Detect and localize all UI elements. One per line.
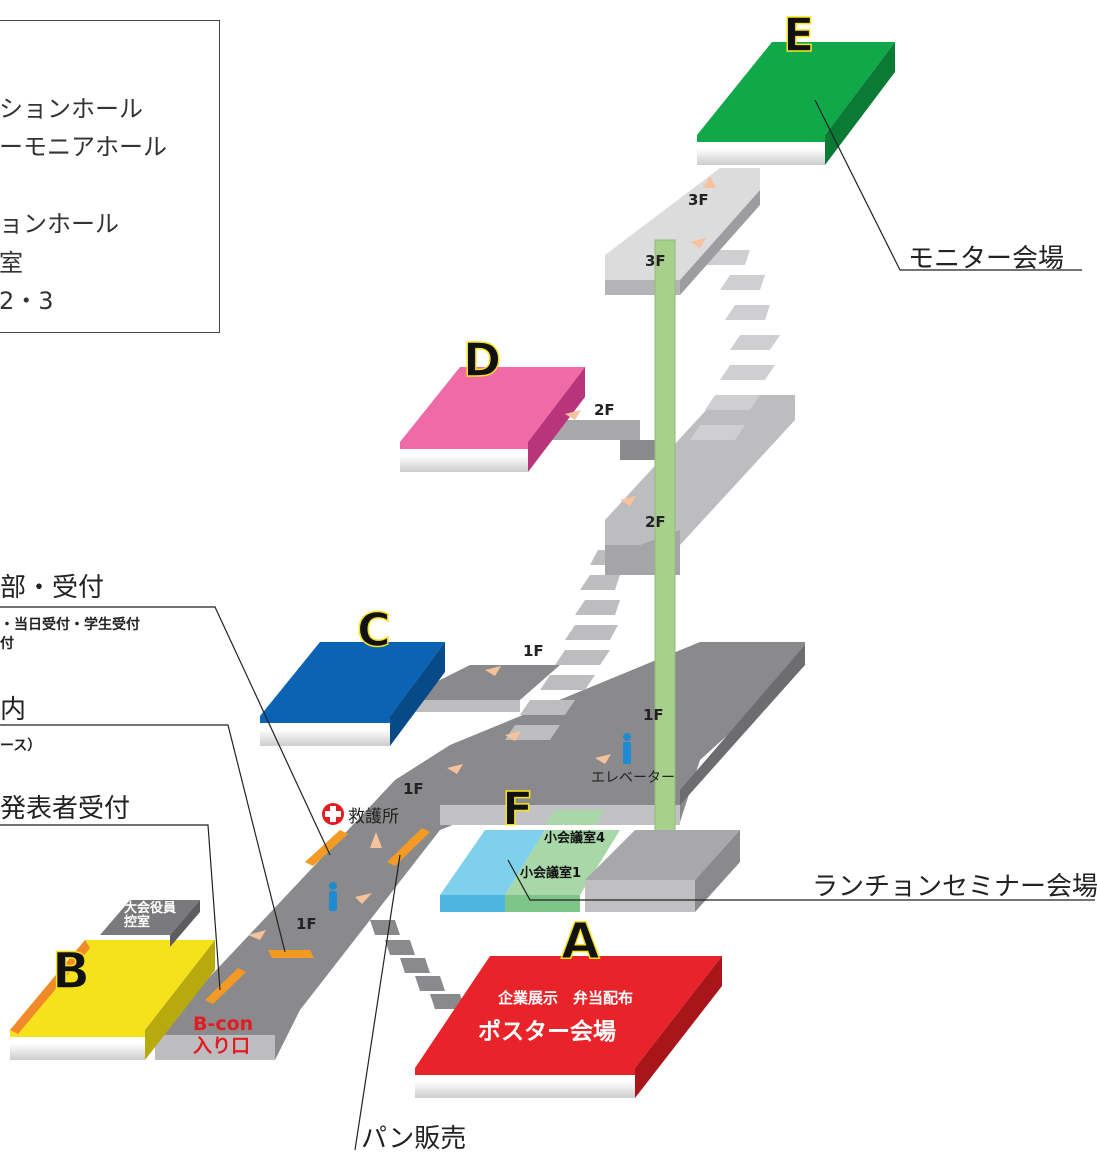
honbu-sub1: ・当日受付・学生受付 [0,617,140,633]
venue-f[interactable] [440,810,620,912]
venue-a[interactable] [415,956,722,1098]
first-aid-label: 救護所 [348,807,399,827]
stairs-down-to-a [370,920,465,1009]
floor-label-2f: 2F [594,401,615,419]
officers-room [100,900,200,947]
legend-line: ョンホール [0,210,119,238]
annai-callout: 内 [0,695,27,725]
stairs-1f-2f [505,550,635,740]
honbu-callout: 部・受付 [0,573,105,603]
luncheon-callout: ランチョンセミナー会場 [812,872,1097,902]
venue-d-label[interactable]: D [462,332,502,388]
honbu-sub2: 付 [0,636,14,652]
first-aid-icon [322,803,344,825]
floor-label-1f: 1F [403,780,424,798]
legend-box: ションホール ーモニアホール ョンホール 室 2・3 [0,20,220,333]
room-4-label: 小会議室4 [544,831,606,846]
elevator-person-icon [623,733,631,764]
elevator-label: エレベーター [591,770,675,786]
venue-d[interactable] [400,367,585,472]
b-entrance-label: B-con 入り口 [193,1013,254,1057]
room-1-label: 小会議室1 [520,866,582,881]
legend-line: ションホール [0,95,143,123]
legend-line: ーモニアホール [0,133,167,161]
annai-sub: ース） [0,738,42,754]
floor-label-3f: 3F [645,252,666,270]
venue-e-label[interactable]: E [782,7,815,63]
person-icon [329,882,337,911]
bread-callout: パン販売 [361,1124,467,1154]
venue-c-label[interactable]: C [356,602,391,658]
venue-a-label[interactable]: A [560,911,600,971]
floor-label-1f: 1F [296,915,317,933]
legend-line: 室 [0,249,23,277]
venue-c[interactable] [260,642,445,746]
floor-label-1f: 1F [643,706,664,724]
legend-line: 2・3 [0,287,54,315]
venue-f-label[interactable]: F [501,781,534,837]
leader-lines [0,99,1095,1151]
luncheon-area [585,830,740,912]
venue-b-label[interactable]: B [51,941,91,1001]
officers-room-label: 大会役員 控室 [124,901,177,930]
venue-a-line2: ポスター会場 [478,1019,616,1045]
floor-label-2f: 2F [645,513,666,531]
venue-b[interactable] [10,940,215,1060]
venue-e[interactable] [697,42,895,165]
corridor-to-c [400,665,560,712]
floor-label-1f: 1F [523,642,544,660]
venue-a-line1: 企業展示 弁当配布 [498,989,634,1007]
presenter-callout: 発表者受付 [0,794,131,824]
arrows [248,176,716,940]
monitor-callout: モニター会場 [908,244,1065,274]
floor-label-3f: 3F [688,191,709,209]
